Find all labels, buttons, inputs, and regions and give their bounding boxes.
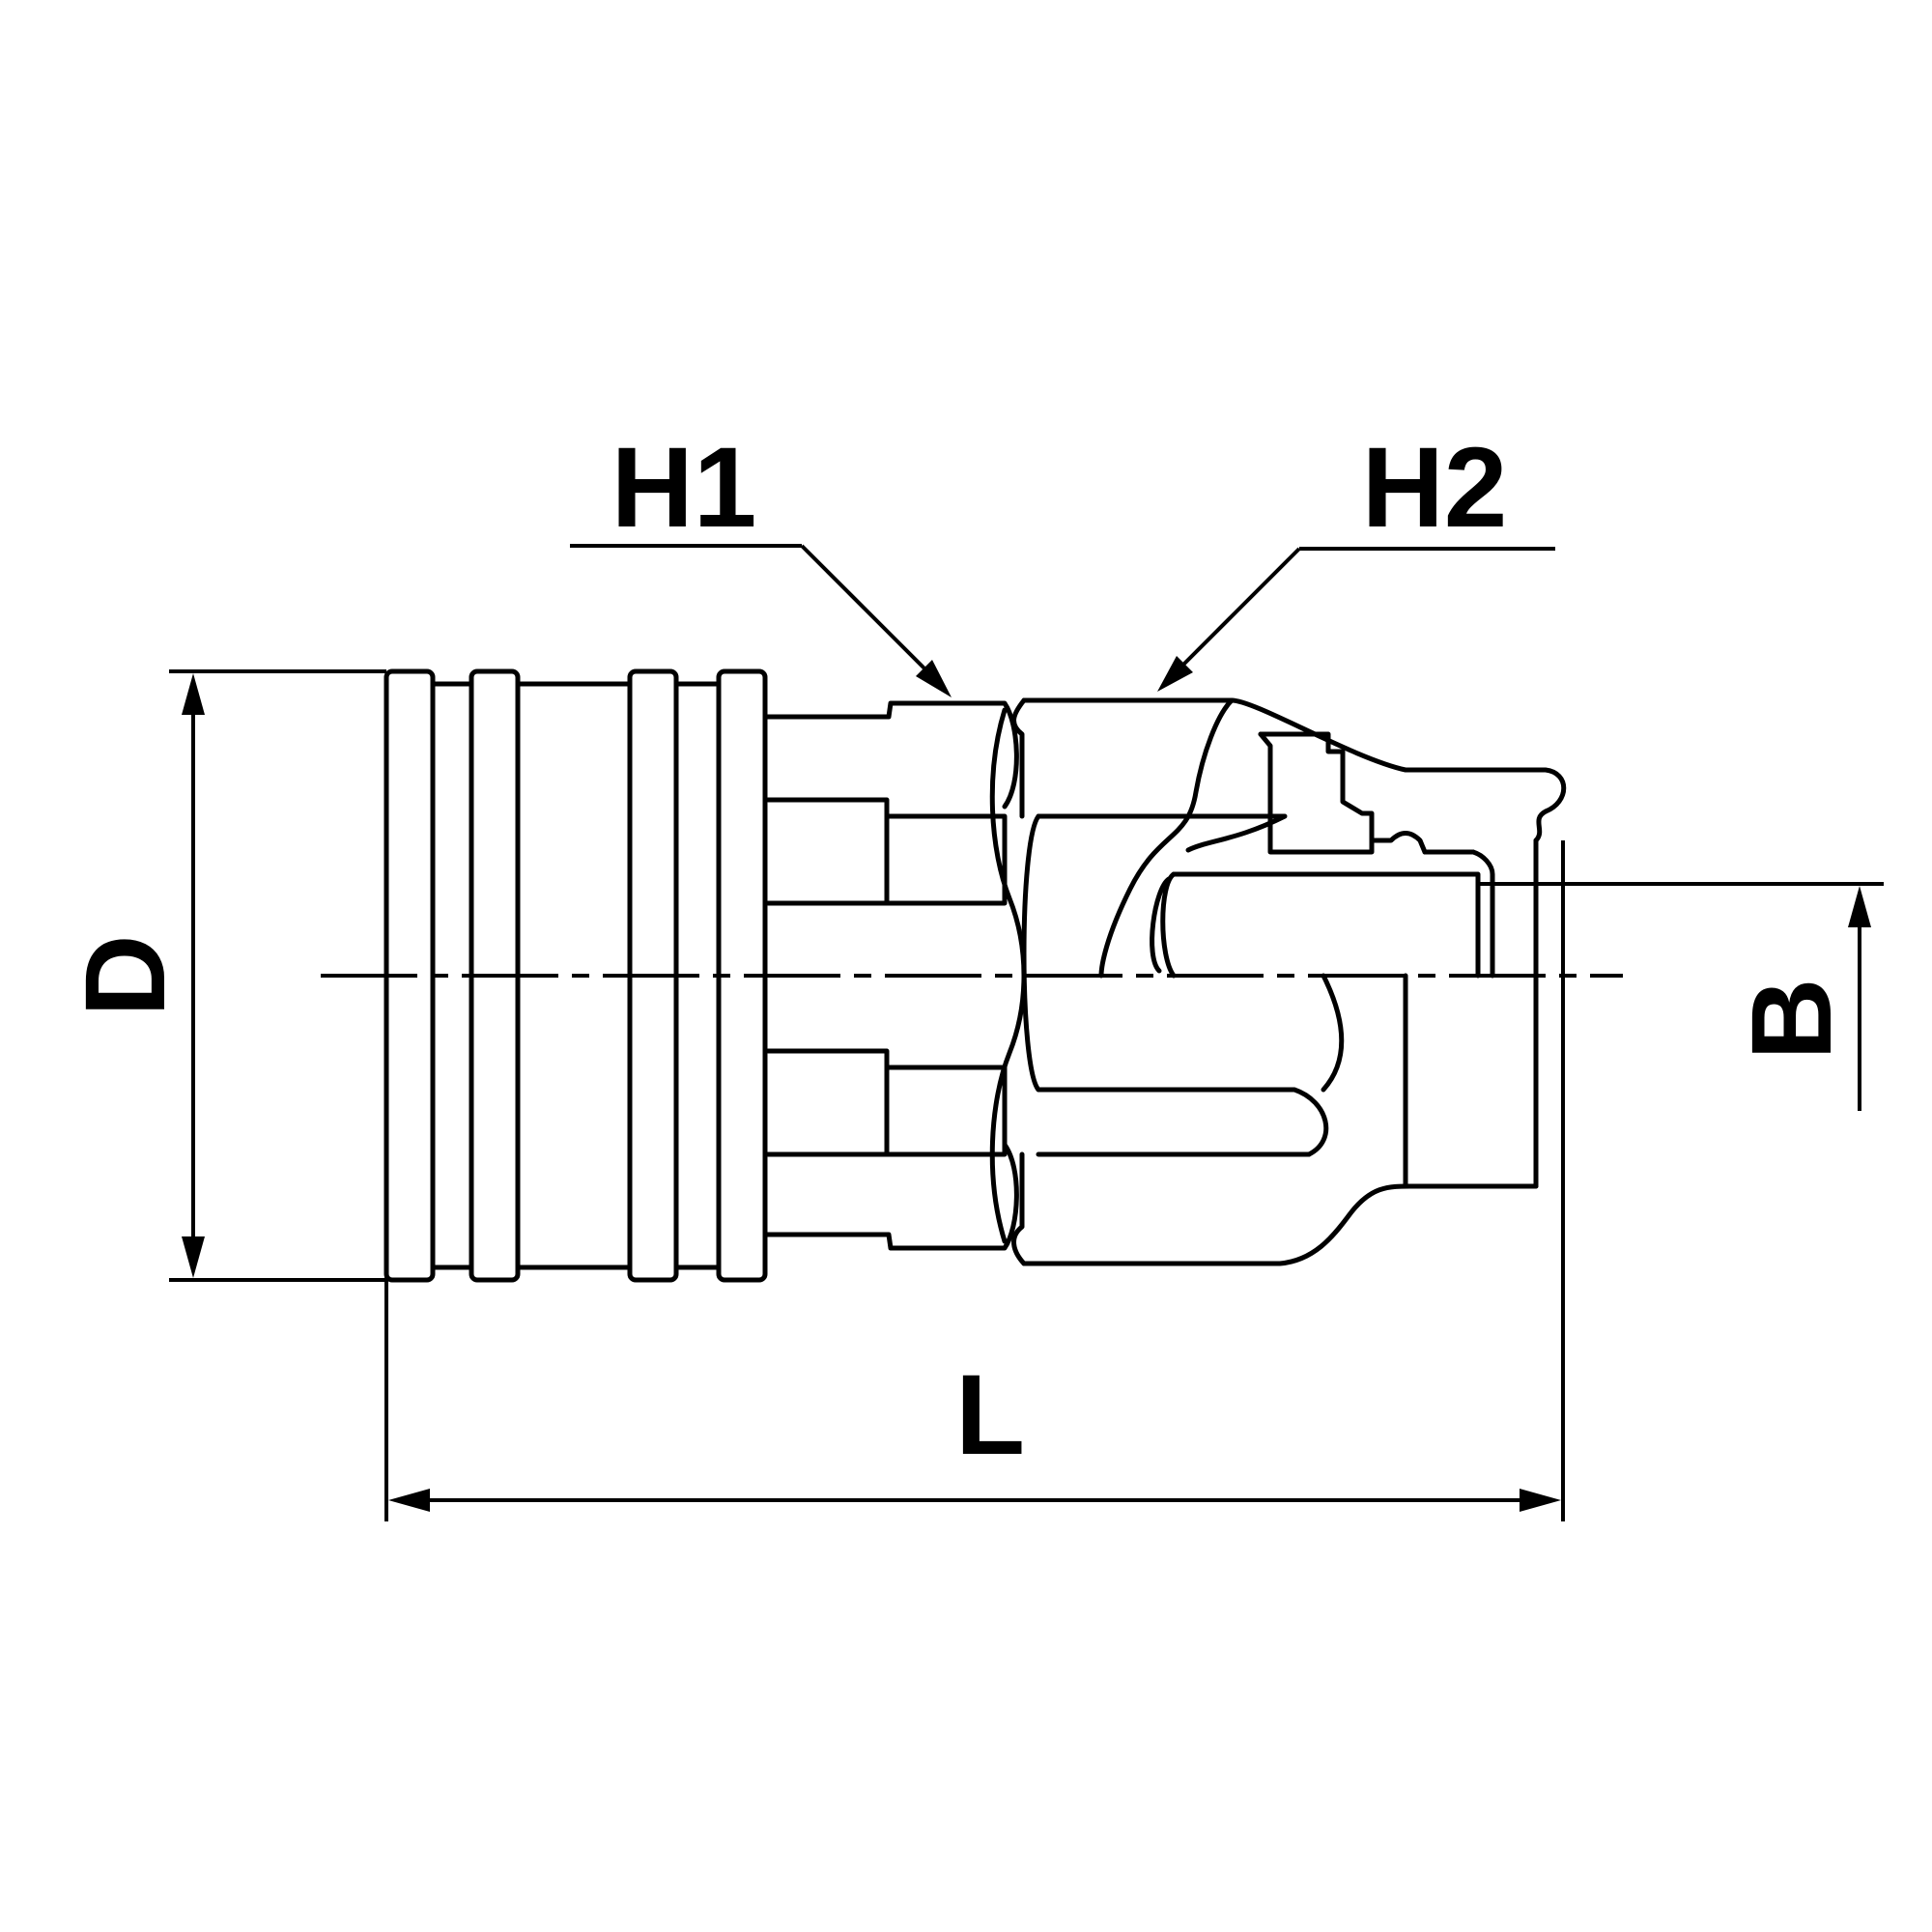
- leader-h1: H1: [570, 424, 952, 697]
- label-h2: H2: [1362, 424, 1508, 552]
- label-l: L: [955, 1351, 1025, 1479]
- arrowhead-h1: [916, 660, 952, 697]
- dimension-l: L: [384, 840, 1565, 1521]
- leader-h2: H2: [1157, 424, 1555, 692]
- dimension-b: B: [1478, 882, 1884, 1111]
- label-d: D: [62, 934, 189, 1016]
- arrowhead-left-l: [388, 1489, 430, 1512]
- hex-h2-body: [1011, 697, 1567, 1266]
- sleeve-ring-1: [384, 668, 436, 1283]
- sleeve-ring-4: [716, 668, 768, 1283]
- arrowhead-h2: [1157, 656, 1193, 692]
- dimension-d: D: [62, 669, 386, 1282]
- label-h1: H1: [611, 424, 757, 552]
- hex-h1-body: [762, 700, 1027, 1251]
- arrowhead-top-d: [182, 673, 205, 715]
- label-b: B: [1728, 978, 1856, 1060]
- coupler-sleeve: [384, 668, 768, 1283]
- sleeve-ring-3: [627, 668, 679, 1283]
- arrowhead-bottom-d: [182, 1236, 205, 1278]
- sleeve-ring-2: [469, 668, 521, 1283]
- arrowhead-right-l: [1520, 1489, 1561, 1512]
- arrowhead-b: [1848, 886, 1871, 927]
